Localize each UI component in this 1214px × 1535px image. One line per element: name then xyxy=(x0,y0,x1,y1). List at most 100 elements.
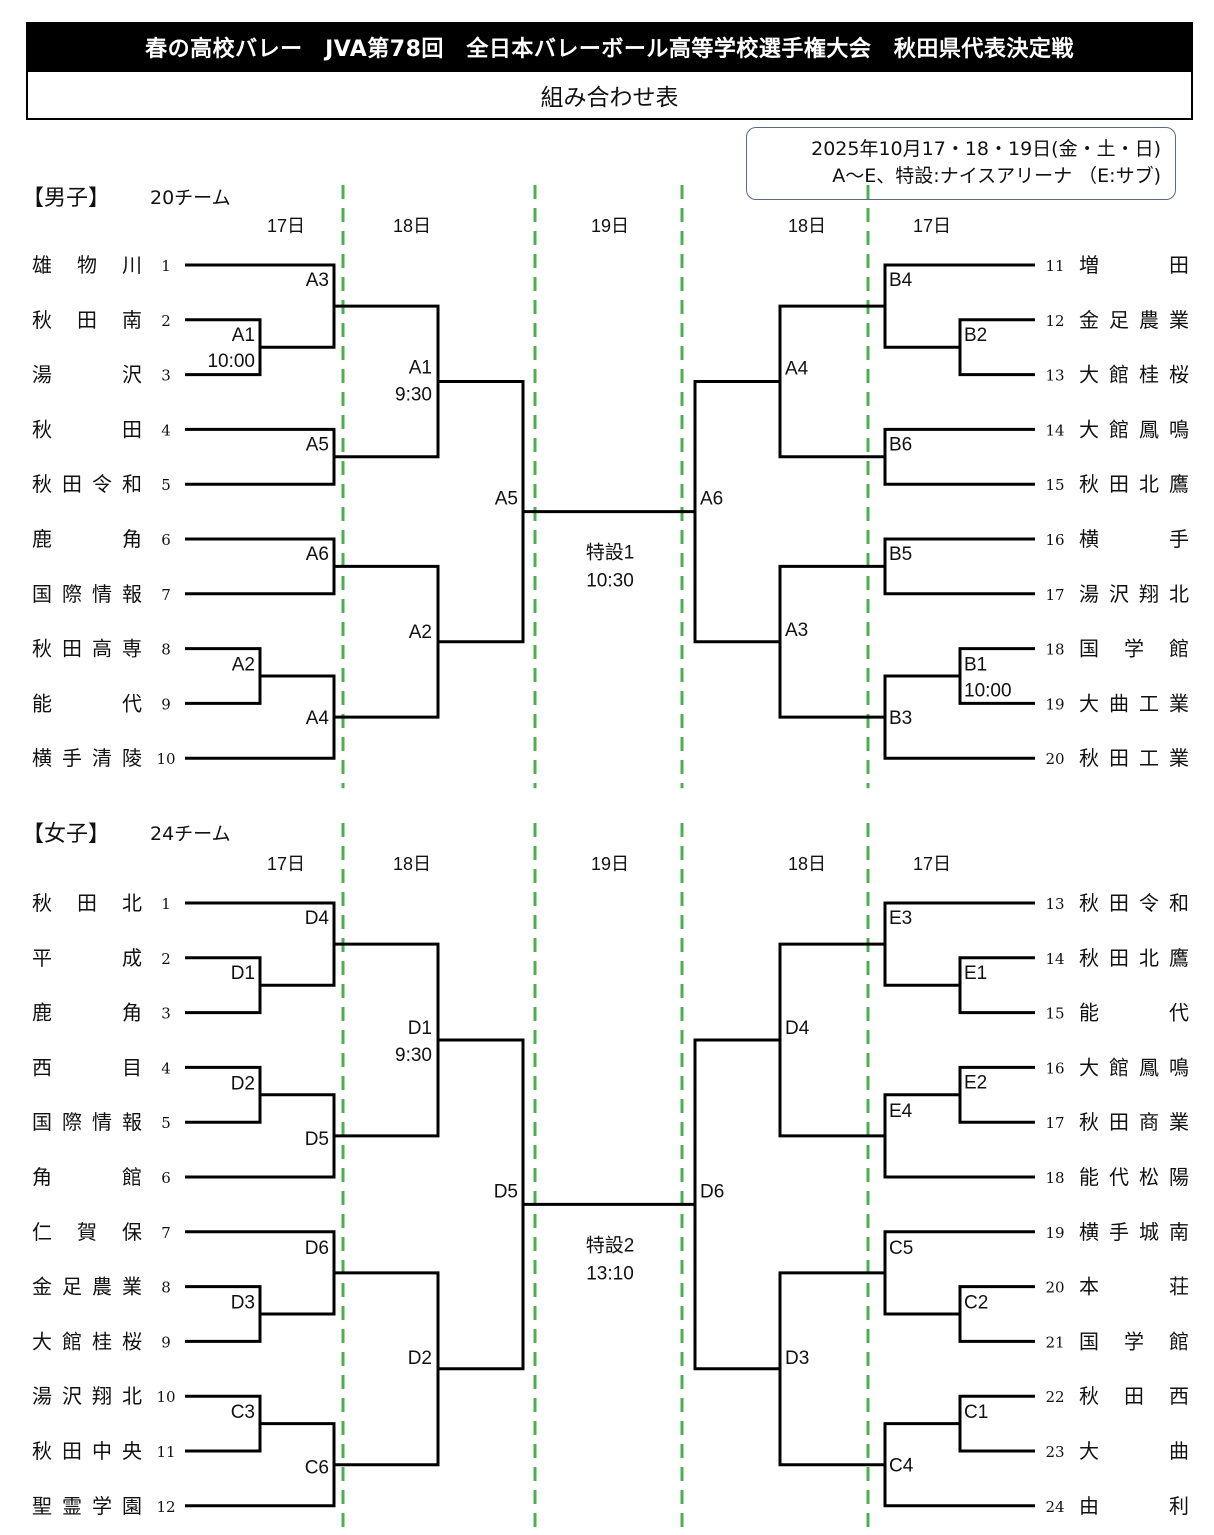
match-line-left xyxy=(438,379,525,644)
team-name-right: 能代松陽 xyxy=(1079,1165,1189,1189)
match-label: B6 xyxy=(889,434,912,455)
team-seed-right: 13 xyxy=(1045,367,1064,385)
team-seed-right: 15 xyxy=(1045,1005,1064,1023)
team-name-right: 由 利 xyxy=(1079,1494,1189,1518)
team-seed-left: 6 xyxy=(161,531,171,549)
match-label: A5 xyxy=(306,434,329,455)
team-name-left: 仁 賀 保 xyxy=(32,1220,142,1244)
team-name-left: 西 目 xyxy=(32,1055,142,1079)
team-seed-left: 5 xyxy=(161,1114,171,1132)
team-seed-right: 20 xyxy=(1045,1279,1064,1297)
schedule-info-box: 2025年10月17・18・19日(金・土・日) A～E、特設:ナイスアリーナ … xyxy=(746,127,1176,200)
team-seed-left: 7 xyxy=(161,586,171,604)
match-label: B5 xyxy=(889,544,912,565)
team-seed-left: 9 xyxy=(161,695,171,713)
team-name-left: 秋田中央 xyxy=(32,1439,142,1463)
team-name-left: 国際情報 xyxy=(32,582,142,606)
team-name-right: 秋田北鷹 xyxy=(1079,946,1189,970)
match-label: B1 xyxy=(964,655,987,676)
day-label-18-right: 18日 xyxy=(788,854,826,874)
team-seed-right: 20 xyxy=(1045,750,1064,768)
match-label: D5 xyxy=(305,1129,329,1150)
team-name-right: 秋田北鷹 xyxy=(1079,472,1189,496)
team-seed-right: 19 xyxy=(1045,695,1064,713)
team-seed-left: 5 xyxy=(161,476,171,494)
team-name-right: 横 手 xyxy=(1079,527,1189,551)
team-seed-right: 23 xyxy=(1045,1443,1064,1461)
match-label: A2 xyxy=(409,622,432,643)
team-seed-left: 1 xyxy=(161,257,171,275)
final-venue-label: 特設1 xyxy=(586,542,635,564)
team-name-left: 角 館 xyxy=(32,1165,142,1189)
day-label-17-right: 17日 xyxy=(913,854,951,874)
schedule-dates: 2025年10月17・18・19日(金・土・日) xyxy=(811,138,1161,160)
match-label: A3 xyxy=(306,270,329,291)
team-seed-left: 6 xyxy=(161,1169,171,1187)
match-line-right xyxy=(693,379,780,644)
match-label: A5 xyxy=(495,489,518,510)
match-label: C1 xyxy=(964,1402,988,1423)
team-seed-right: 13 xyxy=(1045,895,1064,913)
team-name-left: 聖霊学園 xyxy=(32,1494,142,1518)
match-time: 10:00 xyxy=(207,351,255,372)
match-label: C3 xyxy=(231,1402,255,1423)
team-seed-right: 19 xyxy=(1045,1224,1064,1242)
team-seed-left: 12 xyxy=(156,1498,175,1516)
match-label: A1 xyxy=(232,325,255,346)
match-time: 10:00 xyxy=(964,681,1012,702)
team-seed-left: 3 xyxy=(161,367,171,385)
match-label: D4 xyxy=(785,1018,810,1039)
match-label: E1 xyxy=(964,963,987,984)
team-name-left: 秋 田 xyxy=(32,417,142,441)
team-name-left: 能 代 xyxy=(32,691,142,715)
match-label: D2 xyxy=(231,1073,255,1094)
team-name-left: 大館桂桜 xyxy=(32,1329,142,1353)
team-seed-left: 8 xyxy=(161,1279,171,1297)
page-subtitle: 組み合わせ表 xyxy=(26,72,1193,120)
match-label: A4 xyxy=(785,358,809,379)
final-time-label: 10:30 xyxy=(586,571,634,592)
team-seed-right: 17 xyxy=(1045,1114,1064,1132)
team-seed-right: 21 xyxy=(1045,1333,1064,1351)
team-seed-left: 9 xyxy=(161,1333,171,1351)
day-label-18-right: 18日 xyxy=(788,216,826,236)
day-label-18-left: 18日 xyxy=(393,216,431,236)
match-label: A6 xyxy=(700,489,723,510)
team-seed-right: 14 xyxy=(1045,421,1064,439)
match-label: B2 xyxy=(964,325,987,346)
team-seed-left: 10 xyxy=(156,1388,175,1406)
match-label: D6 xyxy=(305,1238,329,1259)
team-seed-right: 16 xyxy=(1045,531,1064,549)
team-seed-right: 18 xyxy=(1045,641,1064,659)
match-time: 9:30 xyxy=(395,384,432,405)
match-label: D1 xyxy=(408,1018,432,1039)
team-name-left: 湯沢翔北 xyxy=(32,1384,142,1408)
team-seed-left: 2 xyxy=(161,950,171,968)
team-name-left: 鹿 角 xyxy=(32,527,142,551)
match-time: 9:30 xyxy=(395,1045,432,1066)
team-name-right: 大曲工業 xyxy=(1079,691,1189,715)
team-name-left: 湯 沢 xyxy=(32,363,142,387)
team-seed-left: 10 xyxy=(156,750,175,768)
team-seed-left: 4 xyxy=(161,421,171,439)
match-label: E4 xyxy=(889,1101,913,1122)
match-label: B3 xyxy=(889,708,912,729)
team-seed-left: 11 xyxy=(156,1443,175,1461)
match-label: D2 xyxy=(408,1348,432,1369)
team-seed-right: 24 xyxy=(1045,1498,1064,1516)
team-seed-left: 7 xyxy=(161,1224,171,1242)
match-label: E3 xyxy=(889,908,912,929)
match-label: A1 xyxy=(409,357,432,378)
match-label: C4 xyxy=(889,1456,914,1477)
team-name-left: 秋田令和 xyxy=(32,472,142,496)
team-name-left: 雄 物 川 xyxy=(32,253,142,277)
match-label: A6 xyxy=(306,544,329,565)
match-line-right xyxy=(693,1038,780,1371)
women-team-count: 24チーム xyxy=(150,823,231,845)
match-label: D3 xyxy=(231,1293,255,1314)
team-seed-right: 18 xyxy=(1045,1169,1064,1187)
team-name-left: 金足農業 xyxy=(32,1275,142,1299)
team-seed-left: 2 xyxy=(161,312,171,330)
final-time-label: 13:10 xyxy=(586,1263,634,1284)
team-name-right: 能 代 xyxy=(1079,1001,1189,1025)
